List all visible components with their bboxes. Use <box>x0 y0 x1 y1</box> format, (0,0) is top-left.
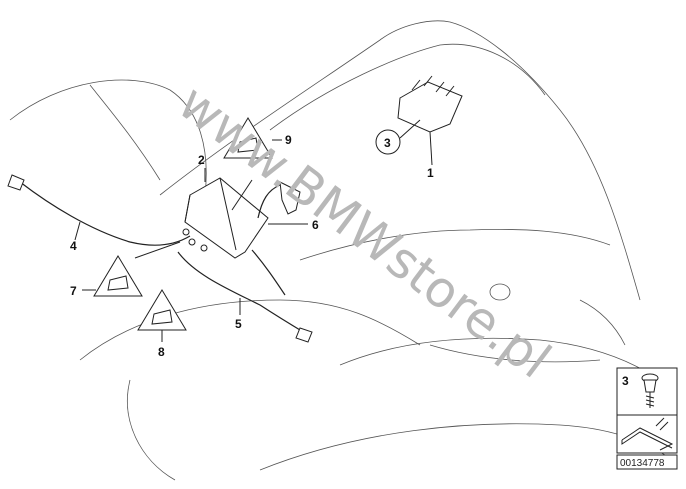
legend-box: 3 00134778 <box>616 367 678 470</box>
part-4-cable[interactable] <box>7 174 191 246</box>
callout-5[interactable]: 5 <box>235 317 242 331</box>
callout-7[interactable]: 7 <box>70 284 77 298</box>
callout-3[interactable]: 3 <box>384 136 391 150</box>
warning-label-7[interactable] <box>82 255 143 297</box>
body-side <box>79 299 421 361</box>
part-2-amplifier[interactable] <box>184 168 269 259</box>
headlight-area <box>429 344 601 363</box>
bumper-lower <box>259 423 666 471</box>
grille-line <box>579 299 626 346</box>
callout-circle-3[interactable] <box>375 119 421 155</box>
callout-6[interactable]: 6 <box>312 218 319 232</box>
connectors-near-amplifier <box>134 228 208 259</box>
part-1-connector[interactable] <box>397 75 463 166</box>
car-body-outline <box>9 20 666 481</box>
emblem <box>489 283 511 301</box>
document-number: 00134778 <box>620 458 665 469</box>
front-bumper <box>339 337 661 381</box>
hood-lower-edge <box>299 228 611 261</box>
callout-1[interactable]: 1 <box>427 166 434 180</box>
fender-left <box>9 79 207 196</box>
hood-crease <box>269 43 546 131</box>
screw-icon <box>641 373 659 408</box>
warning-label-8[interactable] <box>137 289 187 342</box>
part-5-cable[interactable] <box>177 251 313 343</box>
warning-label-9[interactable] <box>223 117 282 159</box>
wheel-arch <box>127 379 176 481</box>
callout-2[interactable]: 2 <box>198 153 205 167</box>
document-number-box <box>616 454 678 470</box>
part-6-cable-clip[interactable] <box>251 181 308 296</box>
hood-front-edge <box>159 20 641 301</box>
callout-8[interactable]: 8 <box>158 345 165 359</box>
part-bracket-icon <box>621 417 674 451</box>
callout-9[interactable]: 9 <box>285 133 292 147</box>
callout-4[interactable]: 4 <box>70 239 77 253</box>
windshield-edge <box>89 84 161 181</box>
legend-callout-3: 3 <box>622 374 629 388</box>
